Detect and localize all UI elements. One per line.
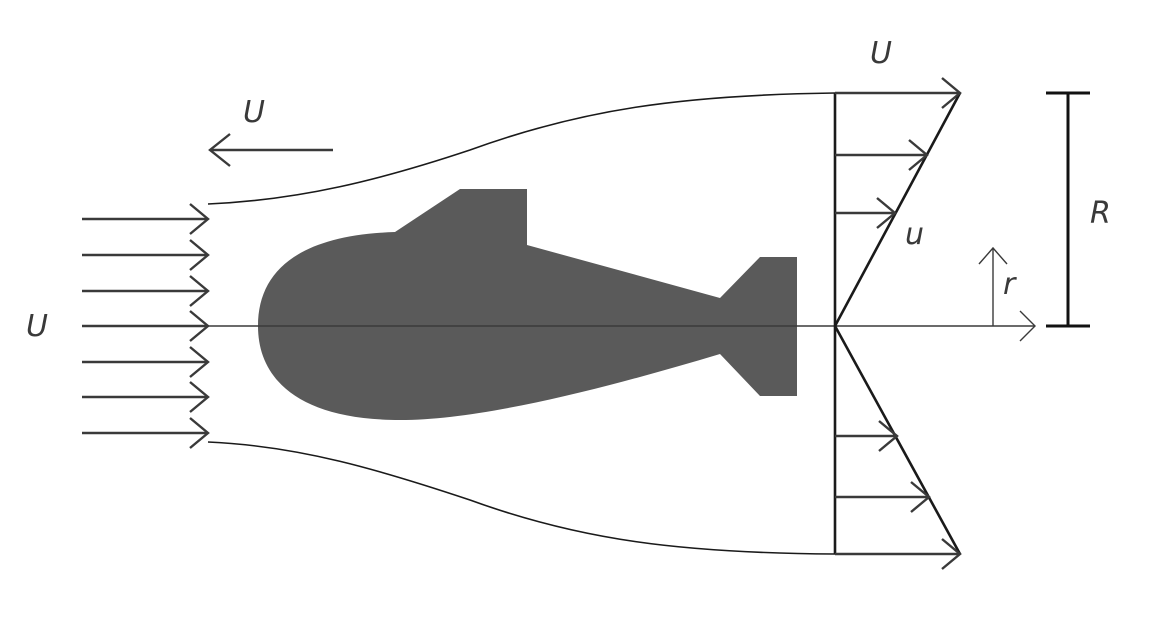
flow-arrow: [82, 346, 210, 378]
body-motion-arrow: [208, 133, 333, 167]
label-wake-freestream-velocity: U: [870, 36, 892, 71]
flow-arrow: [82, 417, 210, 449]
wake-profile-upper-envelope: [833, 92, 962, 327]
label-body-velocity: U: [243, 95, 265, 130]
wake-arrow: [835, 481, 931, 513]
flow-arrow: [82, 203, 210, 235]
streamtube-lower-boundary: [207, 441, 836, 555]
wake-arrow: [835, 77, 962, 109]
upstream-flow-arrows: [82, 203, 210, 449]
centerline-arrowhead: [1019, 310, 1036, 342]
flow-arrow: [82, 275, 210, 307]
radial-coordinate-arrow: [978, 246, 1008, 326]
wake-velocity-arrows: [835, 77, 962, 570]
flow-arrow: [82, 310, 210, 342]
wake-arrow: [835, 139, 929, 171]
flow-arrow: [82, 239, 210, 271]
submarine-body: [258, 189, 797, 420]
wake-arrow: [835, 420, 899, 452]
wake-arrow: [835, 197, 897, 229]
label-upstream-velocity: U: [26, 309, 48, 344]
flow-arrow: [82, 381, 210, 413]
label-radius: R: [1090, 196, 1111, 231]
wake-profile-lower-envelope: [833, 325, 962, 555]
wake-arrow: [835, 538, 962, 570]
label-radial-coordinate: r: [1003, 267, 1017, 302]
streamtube-upper-boundary: [207, 92, 836, 205]
radius-dimension-bar: [1046, 91, 1090, 328]
label-local-velocity: u: [905, 217, 924, 252]
